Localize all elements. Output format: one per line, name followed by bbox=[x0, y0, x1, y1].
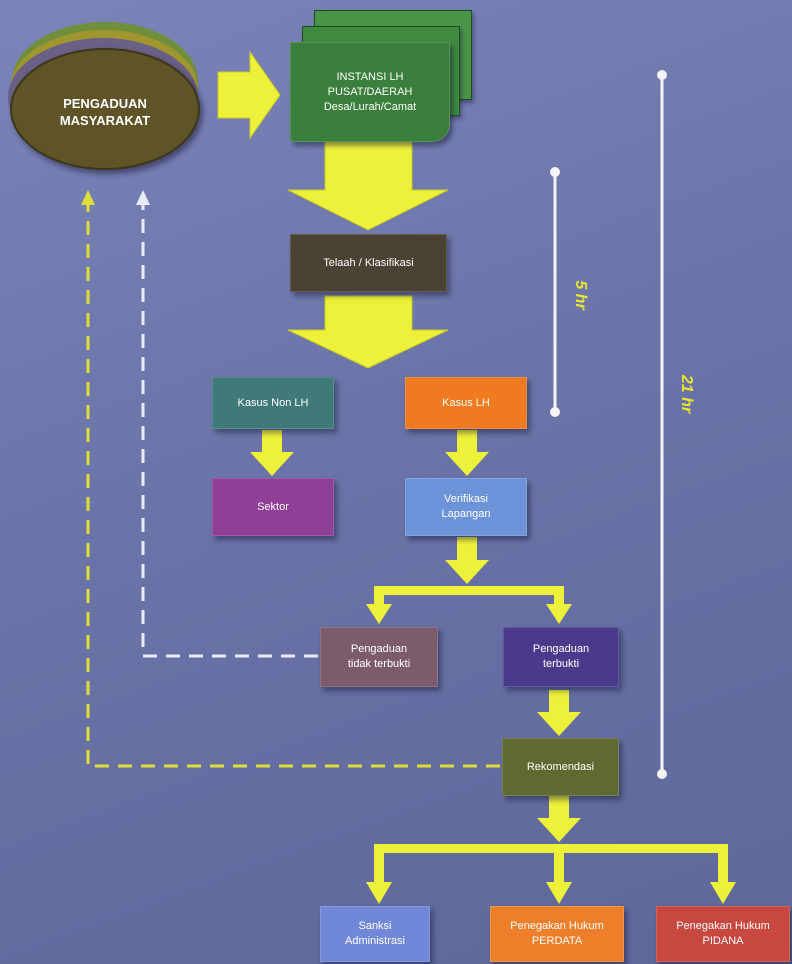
oval-front-layer bbox=[10, 48, 200, 170]
timeline-5-hr-end-dot bbox=[550, 407, 560, 417]
split-stem-sanksi bbox=[374, 844, 384, 882]
split-arrowhead-left bbox=[366, 604, 392, 624]
arrow-rekomendasi-down bbox=[537, 796, 581, 842]
pengaduan-masyarakat-oval: PENGADUAN MASYARAKAT bbox=[8, 22, 204, 170]
arrow-lh-to-verifikasi bbox=[445, 430, 489, 476]
arrow-oval-to-instansi bbox=[217, 50, 281, 140]
instansi-lh-box: INSTANSI LH PUSAT/DAERAH Desa/Lurah/Cama… bbox=[290, 42, 450, 142]
return-dashed-line-white bbox=[141, 205, 318, 658]
split-arrowhead-pidana bbox=[710, 882, 736, 904]
pengaduan-masyarakat-label: PENGADUAN MASYARAKAT bbox=[59, 96, 151, 128]
split-arrowhead-sanksi bbox=[366, 882, 392, 904]
penegakan-hukum-pidana-box: Penegakan Hukum PIDANA bbox=[656, 906, 790, 962]
split-stem-left bbox=[374, 586, 384, 604]
split-arrowhead-right bbox=[546, 604, 572, 624]
split-stem-right bbox=[554, 586, 564, 604]
pengaduan-terbukti-box: Pengaduan terbukti bbox=[503, 627, 619, 687]
sanksi-administrasi-box: Sanksi Administrasi bbox=[320, 906, 430, 962]
duration-21-hr-label: 21 hr bbox=[678, 374, 695, 414]
duration-5-hr-label: 5 hr bbox=[572, 280, 589, 310]
arrow-verifikasi-down bbox=[445, 537, 489, 584]
arrow-instansi-to-telaah bbox=[287, 139, 449, 231]
sektor-box: Sektor bbox=[212, 478, 334, 536]
telaah-klasifikasi-box: Telaah / Klasifikasi bbox=[290, 234, 447, 292]
split-stem-perdata bbox=[554, 844, 564, 882]
return-arrowhead-yellow bbox=[81, 190, 95, 205]
timeline-21-hr-end-dot bbox=[657, 769, 667, 779]
timeline-21-hr-start-dot bbox=[657, 70, 667, 80]
rekomendasi-box: Rekomendasi bbox=[502, 738, 619, 796]
pengaduan-tidak-terbukti-box: Pengaduan tidak terbukti bbox=[320, 627, 438, 687]
arrow-terbukti-to-rekomendasi bbox=[537, 690, 581, 736]
timeline-5-hr-start-dot bbox=[550, 167, 560, 177]
arrow-telaah-to-kasus bbox=[287, 295, 449, 369]
penegakan-hukum-perdata-box: Penegakan Hukum PERDATA bbox=[490, 906, 624, 962]
kasus-lh-box: Kasus LH bbox=[405, 377, 527, 429]
split-bar-outcomes bbox=[374, 586, 564, 595]
split-bar-sanctions bbox=[374, 844, 728, 853]
return-dashed-line-yellow bbox=[86, 205, 500, 768]
kasus-non-lh-box: Kasus Non LH bbox=[212, 377, 334, 429]
split-stem-pidana bbox=[718, 844, 728, 882]
arrow-nonlh-to-sektor bbox=[250, 430, 294, 476]
return-arrowhead-white bbox=[136, 190, 150, 205]
split-arrowhead-perdata bbox=[546, 882, 572, 904]
verifikasi-lapangan-box: Verifikasi Lapangan bbox=[405, 478, 527, 536]
